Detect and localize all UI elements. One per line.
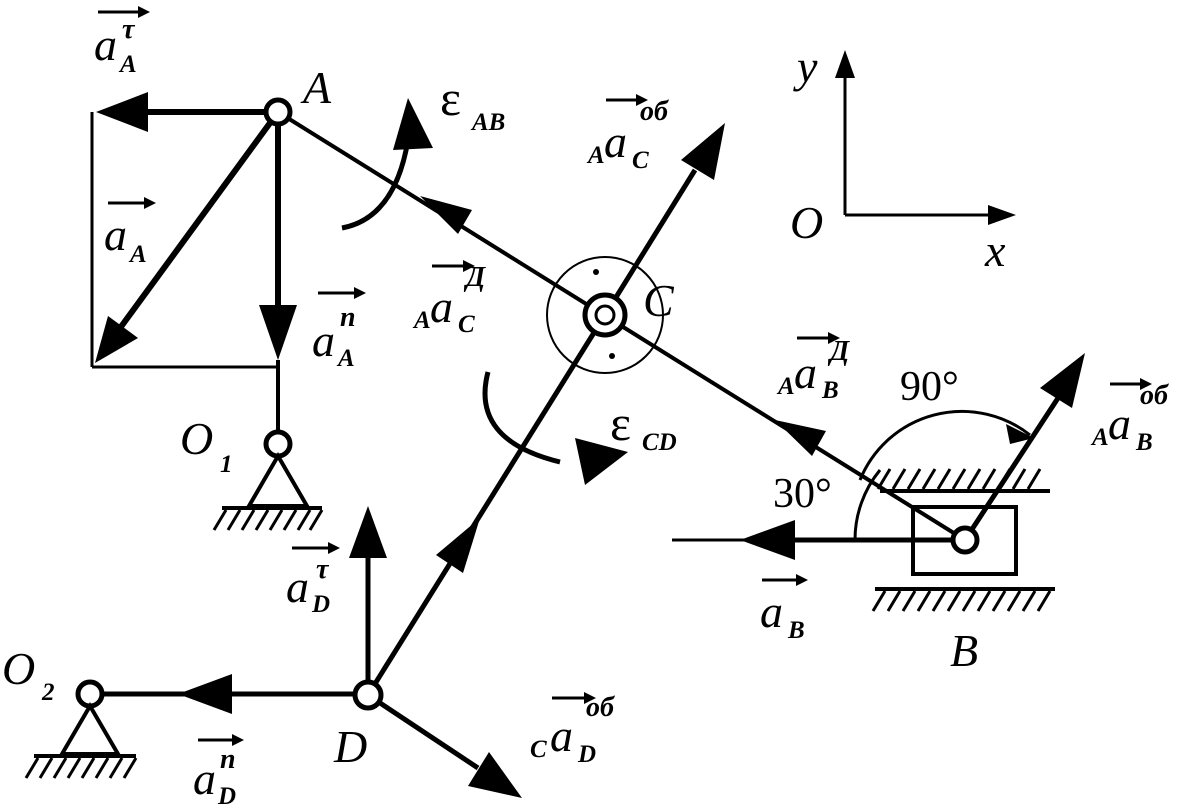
vector-aB	[672, 520, 965, 560]
label-aD-n-sup: n	[220, 744, 236, 775]
label-aA-n-base: a	[312, 315, 335, 366]
label-aD-n-base: a	[193, 753, 216, 804]
point-O1-label: O	[180, 413, 213, 464]
coordinate-axes	[835, 50, 1016, 225]
axis-origin-label: O	[790, 197, 823, 248]
label-aB-base: a	[760, 586, 783, 637]
label-AaC-d-sub: C	[458, 311, 475, 338]
label-CaD-ob-sup: об	[586, 692, 615, 723]
epsilon-CD-arc	[482, 371, 628, 485]
angle-90-label: 90°	[900, 364, 959, 410]
label-aD-tau: a τ D	[286, 542, 340, 618]
label-AaC-ob: A a об C	[586, 94, 669, 174]
label-AaB-d: A a Д B	[776, 332, 850, 404]
vector-aA-n	[259, 112, 297, 360]
joint-A	[263, 97, 293, 127]
label-aA-n: a n A	[312, 287, 366, 372]
epsilon-AB-symbol: ε	[440, 70, 461, 126]
vector-AaC-ob	[602, 123, 725, 317]
label-aD-tau-base: a	[286, 561, 309, 612]
label-AaB-ob-base: a	[1108, 398, 1131, 449]
label-aA-base: a	[104, 209, 127, 260]
label-AaC-ob-sub: C	[632, 147, 649, 174]
link-CD	[365, 313, 608, 697]
label-AaC-d-pre: A	[412, 307, 431, 334]
label-aD-n-sub: D	[217, 783, 236, 810]
vector-aD-tau	[349, 506, 387, 695]
point-D-label: D	[333, 721, 367, 772]
label-aA-tau: a τ A	[94, 6, 150, 78]
label-aA-n-sub: A	[336, 345, 355, 372]
label-aA: a A	[104, 197, 156, 268]
label-AaC-ob-base: a	[604, 116, 627, 167]
point-O1-subscript: 1	[220, 451, 233, 478]
label-CaD-ob-pre: C	[530, 736, 547, 763]
label-aA-n-sup: n	[340, 302, 356, 333]
label-AaB-d-base: a	[794, 347, 817, 398]
label-aD-tau-sup: τ	[316, 554, 330, 585]
vector-CaD-ob	[366, 692, 522, 798]
label-AaC-ob-sup: об	[640, 96, 669, 127]
joint-B	[950, 525, 980, 555]
label-AaB-ob-sup: об	[1140, 380, 1169, 411]
label-AaB-d-sup: Д	[827, 336, 850, 367]
label-AaB-ob: A a об B	[1090, 378, 1169, 456]
vector-aD-n	[102, 674, 356, 714]
vector-AaB-ob	[962, 353, 1085, 542]
axis-y-label: y	[793, 41, 818, 92]
support-O2	[24, 679, 138, 779]
arrow-CD	[436, 518, 480, 573]
angle-arcs-B	[853, 409, 1034, 541]
joint-D	[352, 679, 384, 711]
vector-aA-tau	[96, 92, 278, 132]
aA-construction-lines	[90, 112, 278, 369]
epsilon-AB-arc	[341, 98, 433, 231]
epsilon-CD-symbol: ε	[610, 395, 631, 451]
label-aA-tau-sub: A	[118, 51, 137, 78]
label-AaC-d-base: a	[430, 281, 453, 332]
arrow-AaC-d	[420, 196, 472, 234]
label-aA-tau-base: a	[94, 19, 117, 70]
point-O2-subscript: 2	[41, 679, 55, 706]
support-O1	[212, 429, 324, 531]
label-AaB-ob-sub: B	[1135, 429, 1153, 456]
label-CaD-ob-sub: D	[577, 741, 596, 768]
point-C-label: C	[643, 275, 675, 326]
point-B-label: B	[950, 625, 978, 676]
label-CaD-ob: C a об D	[530, 692, 615, 768]
arrow-AaB-d	[775, 420, 826, 456]
epsilon-CD-subscript: CD	[642, 429, 677, 456]
label-AaC-ob-pre: A	[586, 142, 605, 169]
label-aA-sub: A	[128, 241, 147, 268]
axis-x-label: x	[984, 225, 1006, 276]
label-AaB-d-pre: A	[776, 373, 795, 400]
joint-C	[546, 256, 664, 374]
label-aD-n: a n D	[193, 734, 244, 810]
vector-aA	[95, 110, 281, 363]
label-aD-tau-sub: D	[311, 591, 330, 618]
label-aA-tau-sup: τ	[122, 14, 136, 45]
point-A-label: A	[300, 62, 332, 113]
label-aB-sub: B	[787, 617, 805, 644]
epsilon-AB-subscript: AB	[470, 109, 505, 136]
point-O2-label: O	[2, 643, 35, 694]
label-aB: a B	[760, 574, 808, 644]
angle-30-label: 30°	[773, 471, 832, 517]
label-AaC-d-sup: Д	[463, 262, 486, 293]
label-AaB-d-sub: B	[821, 377, 839, 404]
label-AaC-d: A a Д C	[412, 260, 486, 338]
slider-guides	[871, 468, 1055, 612]
label-AaB-ob-pre: A	[1090, 424, 1109, 451]
label-CaD-ob-base: a	[550, 710, 573, 761]
